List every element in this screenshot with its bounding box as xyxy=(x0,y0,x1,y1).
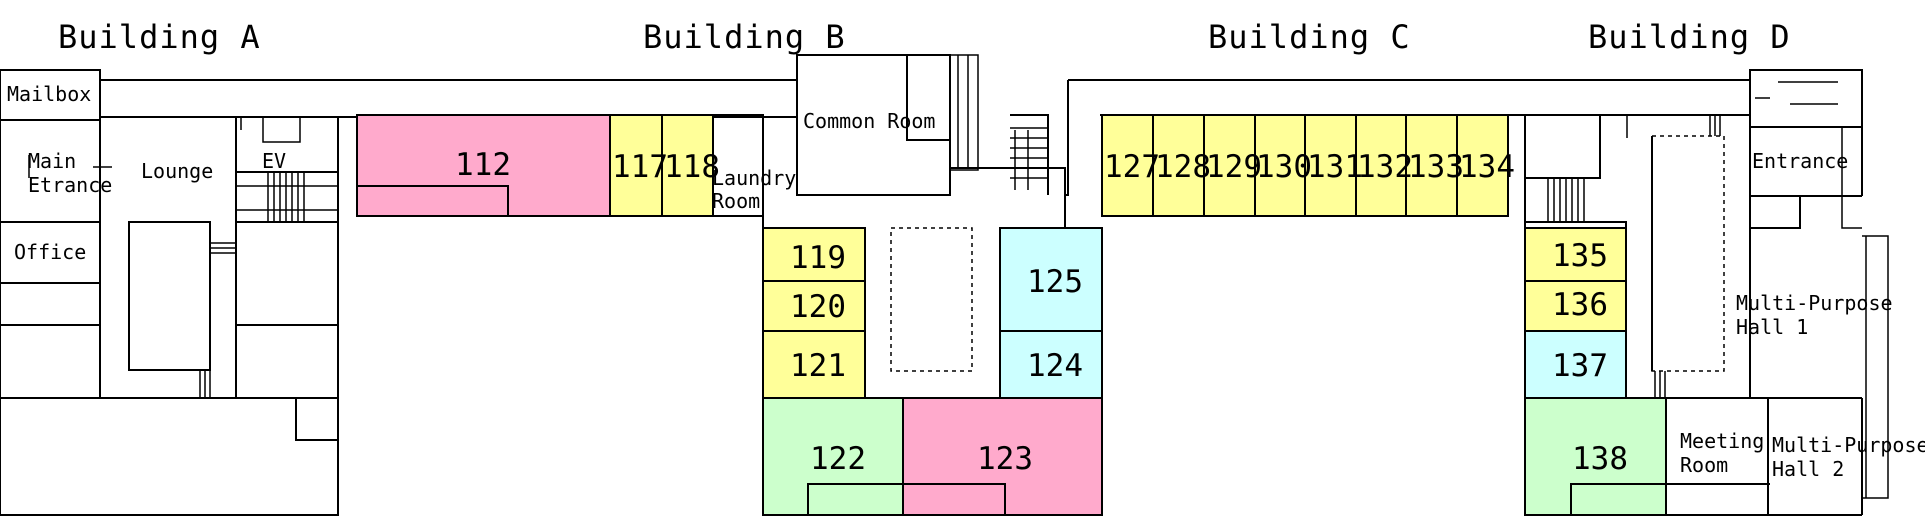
room-129-label: 129 xyxy=(1206,149,1262,185)
room-133-label: 133 xyxy=(1408,149,1464,185)
multi-purpose-hall-1-label-1: Multi-Purpose xyxy=(1736,291,1893,315)
room-138 xyxy=(1524,397,1667,516)
laundry-room-label-2: Room xyxy=(712,189,760,213)
meeting-room-label-2: Room xyxy=(1680,453,1728,477)
building-d: 135 136 137 138 Meeting Room Multi-Purpo… xyxy=(1524,115,1925,516)
room-131-label: 131 xyxy=(1307,149,1363,185)
room-130 xyxy=(1254,114,1306,217)
laundry-room-label-1: Laundry xyxy=(712,166,796,190)
multi-purpose-hall-2-label-2: Hall 2 xyxy=(1772,457,1844,481)
ev-label: EV xyxy=(262,149,286,173)
room-124-label: 124 xyxy=(1027,348,1083,384)
room-123-label: 123 xyxy=(977,441,1033,477)
room-136 xyxy=(1524,280,1627,332)
room-118-label: 118 xyxy=(664,149,720,185)
room-125-label: 125 xyxy=(1027,264,1083,300)
room-122-label: 122 xyxy=(810,441,866,477)
building-c: 127 128 129 130 131 132 133 134 xyxy=(1101,114,1525,217)
courtyard-b xyxy=(890,227,973,372)
room-123 xyxy=(902,397,1103,516)
room-124 xyxy=(999,330,1103,399)
mailbox-label: Mailbox xyxy=(7,82,91,106)
room-121-label: 121 xyxy=(790,348,846,384)
office-label: Office xyxy=(14,240,86,264)
room-118 xyxy=(661,114,714,217)
room-138-label: 138 xyxy=(1572,441,1628,477)
room-117-label: 117 xyxy=(612,149,668,185)
building-c-title: Building C xyxy=(1208,18,1411,56)
room-133 xyxy=(1405,114,1458,217)
room-122 xyxy=(762,397,904,516)
room-132-label: 132 xyxy=(1357,149,1413,185)
multi-purpose-hall-2-label-1: Multi-Purpose xyxy=(1772,433,1925,457)
room-125 xyxy=(999,227,1103,332)
room-112-label: 112 xyxy=(455,147,511,183)
room-135-label: 135 xyxy=(1552,238,1608,274)
room-130-label: 130 xyxy=(1256,149,1312,185)
room-127 xyxy=(1101,114,1154,217)
room-131 xyxy=(1304,114,1357,217)
room-134 xyxy=(1456,114,1509,217)
building-a-title: Building A xyxy=(58,18,261,56)
lounge-label: Lounge xyxy=(141,159,213,183)
room-119-label: 119 xyxy=(790,240,846,276)
room-134-label: 134 xyxy=(1459,149,1515,185)
courtyard-d xyxy=(1651,135,1725,372)
building-d-title: Building D xyxy=(1588,18,1791,56)
entrance-label: Entrance xyxy=(1752,149,1848,173)
room-136-label: 136 xyxy=(1552,287,1608,323)
room-117 xyxy=(609,114,663,217)
room-132 xyxy=(1355,114,1407,217)
main-entrance-label-1: Main xyxy=(28,149,76,173)
multi-purpose-hall-1-label-2: Hall 1 xyxy=(1736,315,1808,339)
room-127-label: 127 xyxy=(1104,149,1160,185)
room-120-label: 120 xyxy=(790,289,846,325)
room-129 xyxy=(1203,114,1256,217)
meeting-room-label-1: Meeting xyxy=(1680,429,1764,453)
room-137-label: 137 xyxy=(1552,348,1608,384)
room-135 xyxy=(1524,227,1627,282)
building-a: Mailbox Main Etrance Office Lounge EV xyxy=(0,69,339,516)
room-119 xyxy=(762,227,866,282)
main-entrance-label-2: Etrance xyxy=(28,173,112,197)
building-b: 112 117 118 Laundry Room Common Room 119… xyxy=(356,54,1103,516)
building-b-title: Building B xyxy=(643,18,846,56)
room-128-label: 128 xyxy=(1155,149,1211,185)
common-room-label: Common Room xyxy=(803,109,935,133)
